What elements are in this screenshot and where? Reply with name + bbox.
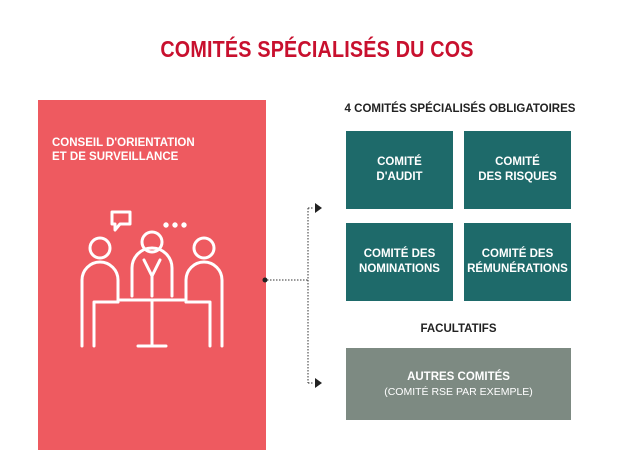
arrow-right-icon [315, 378, 322, 388]
committee-nominations: COMITÉ DES NOMINATIONS [346, 223, 453, 301]
council-label: CONSEIL D'ORIENTATION ET DE SURVEILLANCE [52, 137, 195, 163]
committee-risks: COMITÉ DES RISQUES [464, 131, 571, 209]
other-committees-box: AUTRES COMITÉS (COMITÉ RSE PAR EXEMPLE) [346, 348, 571, 420]
arrow-right-icon [315, 203, 322, 213]
meeting-people-icon [80, 210, 224, 348]
page-title: COMITÉS SPÉCIALISÉS DU COS [160, 36, 474, 62]
mandatory-heading: 4 COMITÉS SPÉCIALISÉS OBLIGATOIRES [344, 103, 576, 115]
committee-audit: COMITÉ D'AUDIT [346, 131, 453, 209]
other-committees-title: AUTRES COMITÉS [407, 370, 510, 383]
optional-heading: FACULTATIFS [420, 323, 497, 335]
other-committees-subtitle: (COMITÉ RSE PAR EXEMPLE) [384, 385, 533, 398]
committee-remunerations: COMITÉ DES RÉMUNÉRATIONS [464, 223, 571, 301]
